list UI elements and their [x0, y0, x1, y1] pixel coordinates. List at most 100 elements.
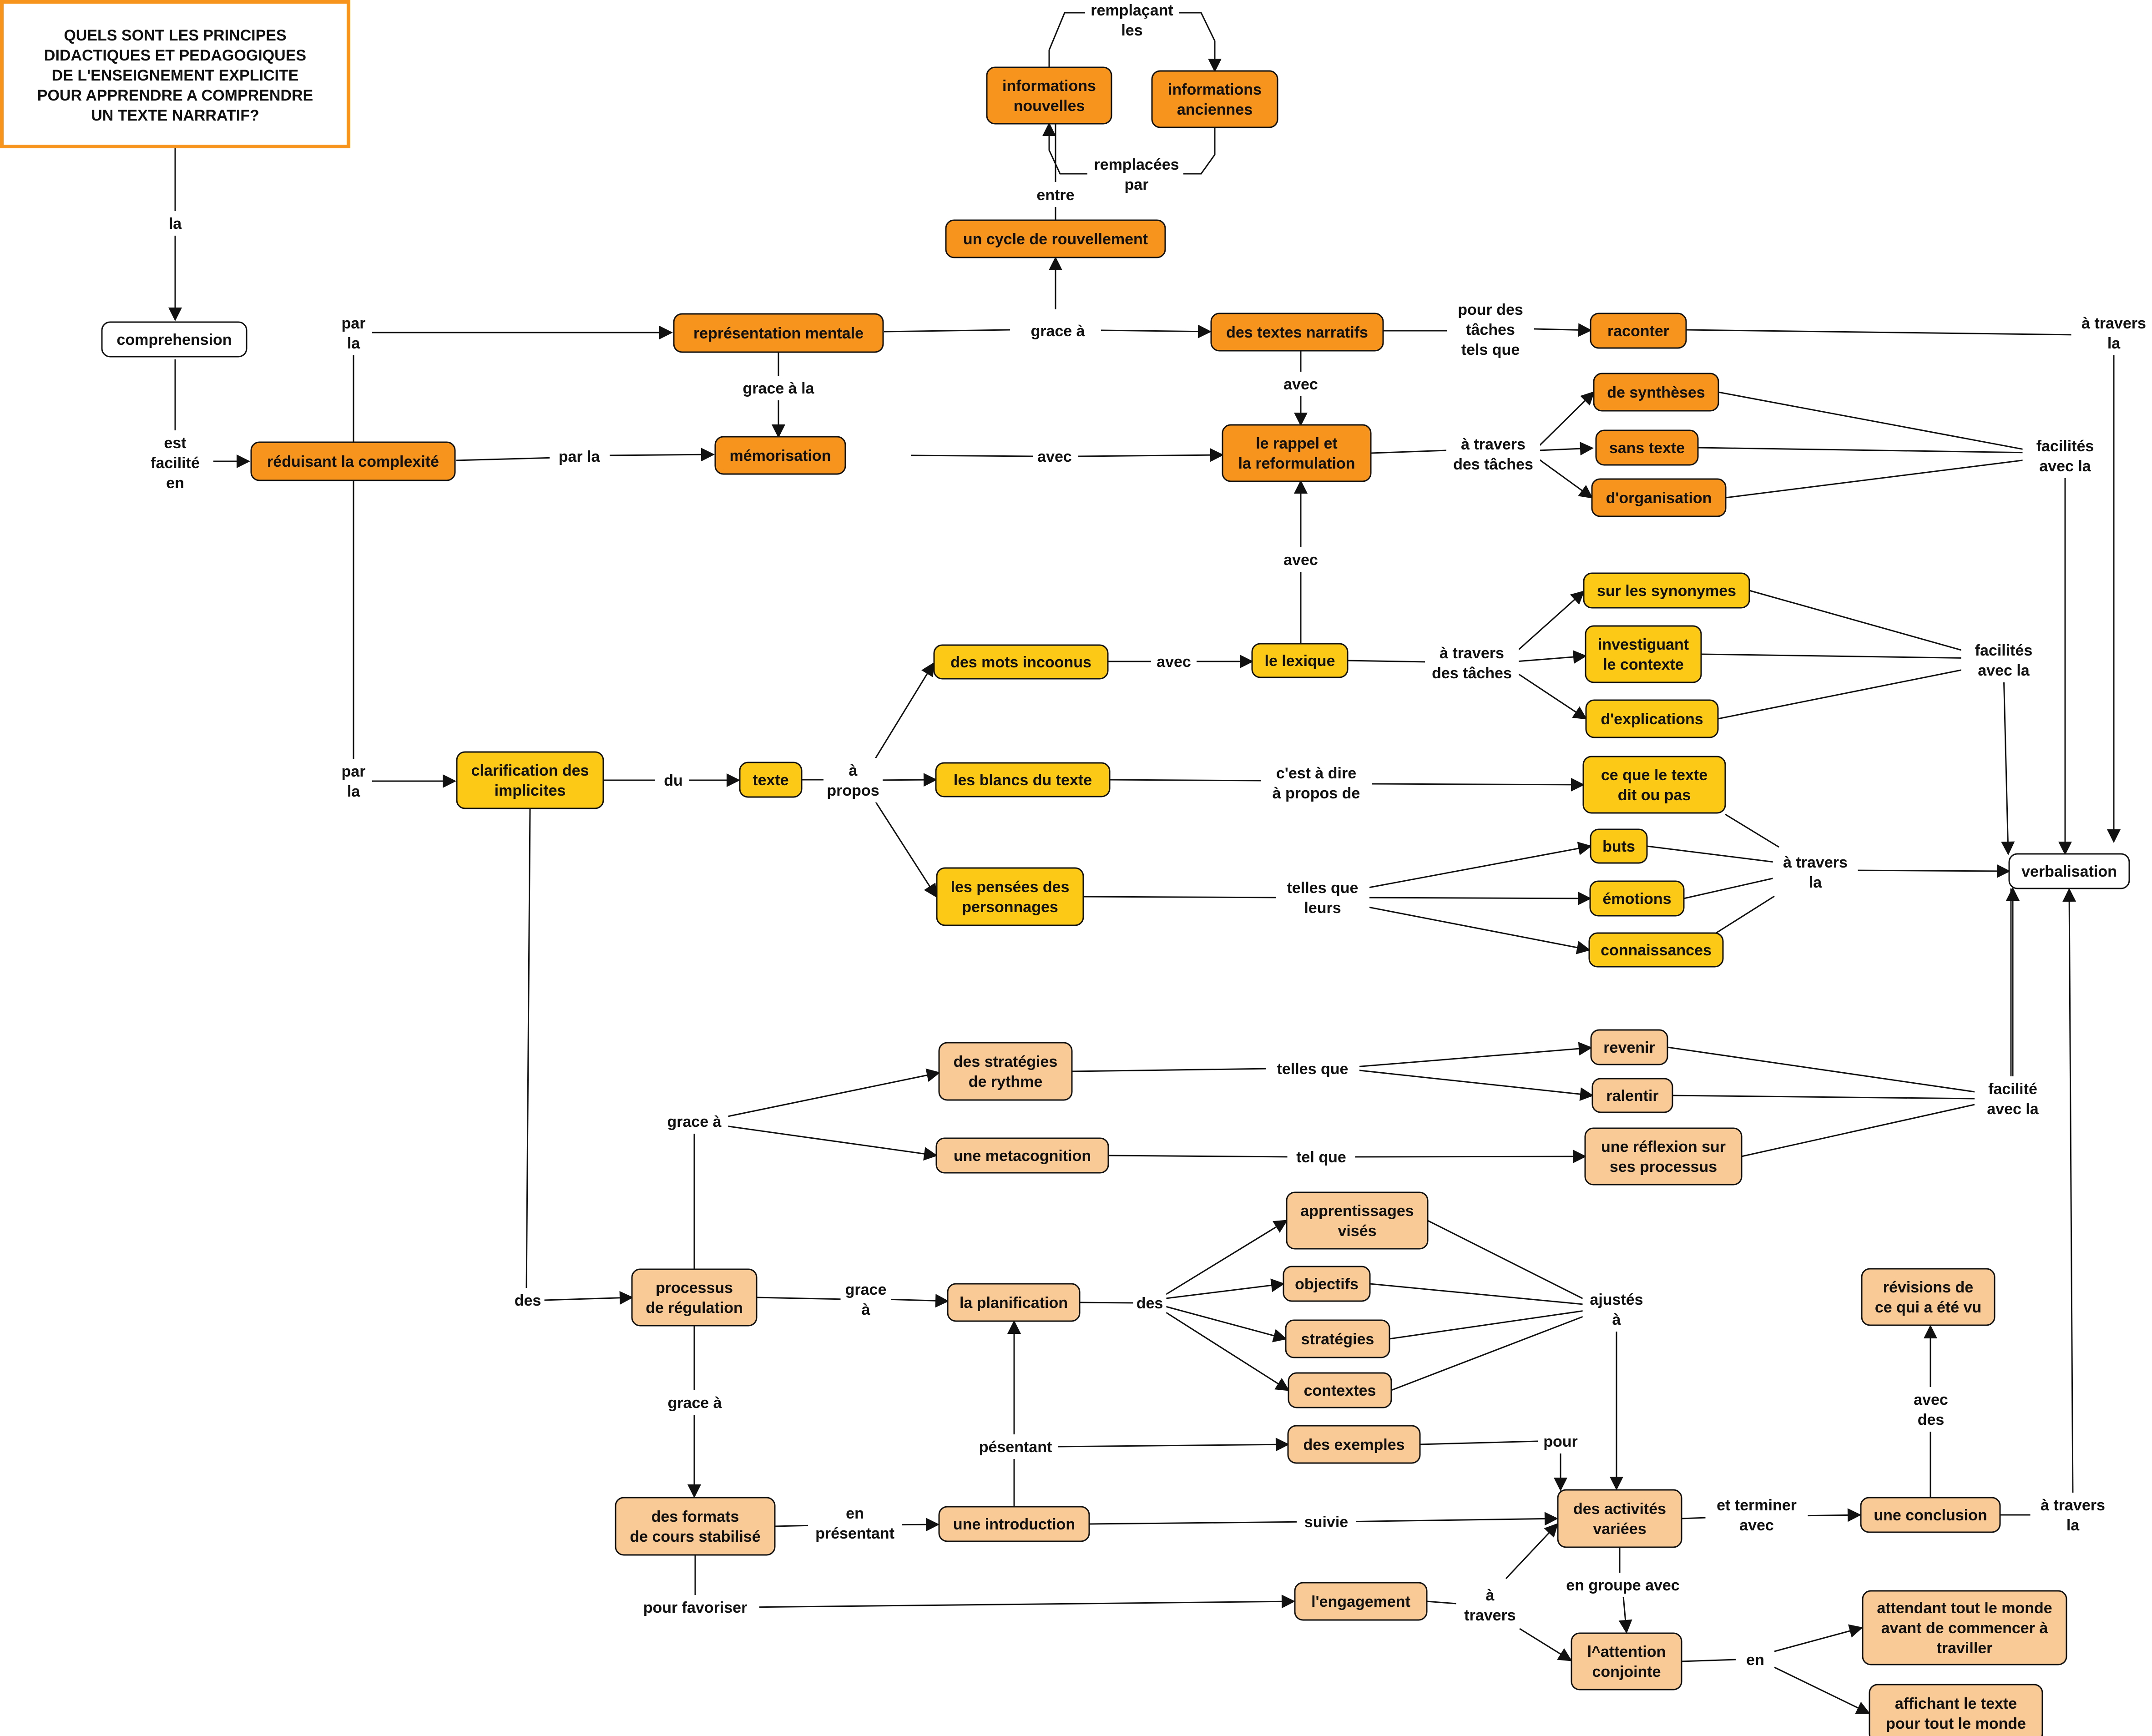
concept-memorisation[interactable]: mémorisation	[714, 436, 846, 475]
concept-textes-narratifs[interactable]: des textes narratifs	[1210, 313, 1384, 352]
concept-contextes[interactable]: contextes	[1288, 1372, 1392, 1408]
text-line: d'explications	[1601, 711, 1703, 728]
connector-line	[2001, 672, 2015, 855]
concept-engagement[interactable]: l'engagement	[1294, 1582, 1428, 1621]
label-backdrop	[661, 1390, 729, 1415]
text-line: suivie	[1304, 1514, 1348, 1531]
concept-sans-texte[interactable]: sans texte	[1595, 429, 1699, 466]
concept-buts[interactable]: buts	[1590, 828, 1648, 864]
concept-planification[interactable]: la planification	[947, 1283, 1081, 1322]
concept-ralentir[interactable]: ralentir	[1591, 1078, 1673, 1113]
text-line: en	[1746, 1651, 1764, 1669]
connector-line	[1725, 813, 1779, 848]
concept-explications[interactable]: d'explications	[1585, 699, 1719, 738]
concept-box	[938, 1042, 1073, 1101]
concept-objectifs[interactable]: objectifs	[1283, 1266, 1371, 1302]
label-backdrop	[1743, 1647, 1768, 1672]
concept-conclusion[interactable]: une conclusion	[1860, 1497, 2001, 1533]
concept-revenir[interactable]: revenir	[1590, 1029, 1668, 1065]
concept-blancs[interactable]: les blancs du texte	[935, 762, 1111, 797]
concept-verbalisation[interactable]: verbalisation	[2008, 853, 2130, 889]
text-line: tel que	[1296, 1149, 1346, 1166]
text-line: grace à la	[743, 380, 815, 397]
concept-raconter[interactable]: raconter	[1590, 313, 1687, 349]
concept-introduction[interactable]: une introduction	[938, 1506, 1090, 1542]
concept-box	[1590, 313, 1687, 349]
concept-metacognition[interactable]: une metacognition	[935, 1137, 1109, 1174]
concept-box	[1588, 932, 1724, 968]
concept-exemples[interactable]: des exemples	[1287, 1425, 1421, 1464]
concept-reduisant[interactable]: réduisant la complexité	[250, 441, 456, 481]
label-backdrop	[661, 768, 686, 792]
label-backdrop	[732, 376, 825, 400]
concept-synonymes[interactable]: sur les synonymes	[1583, 572, 1750, 609]
connector-line	[725, 1068, 940, 1118]
concept-box	[938, 1506, 1090, 1542]
concept-mots-inconnus[interactable]: des mots incoonus	[933, 644, 1109, 680]
concept-connaissances[interactable]: connaissances	[1588, 932, 1724, 968]
connector-line	[1089, 1521, 1311, 1525]
concept-box	[936, 867, 1084, 926]
text-line: la	[2066, 1517, 2080, 1534]
concept-syntheses[interactable]: de synthèses	[1593, 373, 1719, 412]
concept-box	[2008, 853, 2130, 889]
concept-box	[1861, 1268, 1995, 1326]
concept-box	[1210, 313, 1384, 352]
label-backdrop	[337, 311, 370, 355]
text-line: à travers	[2081, 315, 2146, 332]
label-backdrop	[1085, 0, 1179, 42]
label-backdrop	[1034, 444, 1076, 469]
text-line: avec la	[2039, 458, 2091, 475]
concept-strategies[interactable]: stratégies	[1285, 1319, 1390, 1358]
concept-emotions[interactable]: émotions	[1589, 880, 1685, 917]
concept-lexique[interactable]: le lexique	[1251, 643, 1349, 678]
text-line: réduisant la complexité	[267, 453, 439, 470]
text-line: le rappel et	[1256, 435, 1338, 452]
text-line: propos	[827, 782, 879, 799]
text-line: grace à	[667, 1113, 721, 1130]
connector-line	[1183, 127, 1216, 175]
connector-line	[1355, 1069, 1594, 1101]
concept-texte[interactable]: texte	[739, 762, 803, 798]
text-line: POUR APPRENDRE A COMPRENDRE	[37, 87, 313, 104]
label-backdrop	[631, 1595, 759, 1620]
linking-phrase-avec-1: avec	[1280, 372, 1322, 396]
text-line: implicites	[495, 782, 566, 799]
concept-box	[986, 66, 1112, 125]
label-backdrop	[1133, 1291, 1167, 1315]
connector-line	[725, 1125, 938, 1161]
concept-comprehension[interactable]: comprehension	[101, 321, 248, 358]
text-line: est	[164, 434, 186, 452]
concept-organisation[interactable]: d'organisation	[1591, 478, 1727, 517]
concept-box	[1862, 1590, 2067, 1665]
concept-representation[interactable]: représentation mentale	[673, 313, 884, 353]
connector-line	[1647, 845, 1775, 863]
concept-box	[1583, 572, 1750, 609]
linking-phrase-avec-3: avec	[1280, 547, 1322, 572]
text-line: dit ou pas	[1618, 787, 1691, 804]
connector-line	[1369, 1283, 1588, 1306]
text-line: l^attention	[1587, 1643, 1666, 1660]
text-line: avec	[1914, 1391, 1948, 1408]
concept-cycle[interactable]: un cycle de rouvellement	[945, 219, 1166, 258]
